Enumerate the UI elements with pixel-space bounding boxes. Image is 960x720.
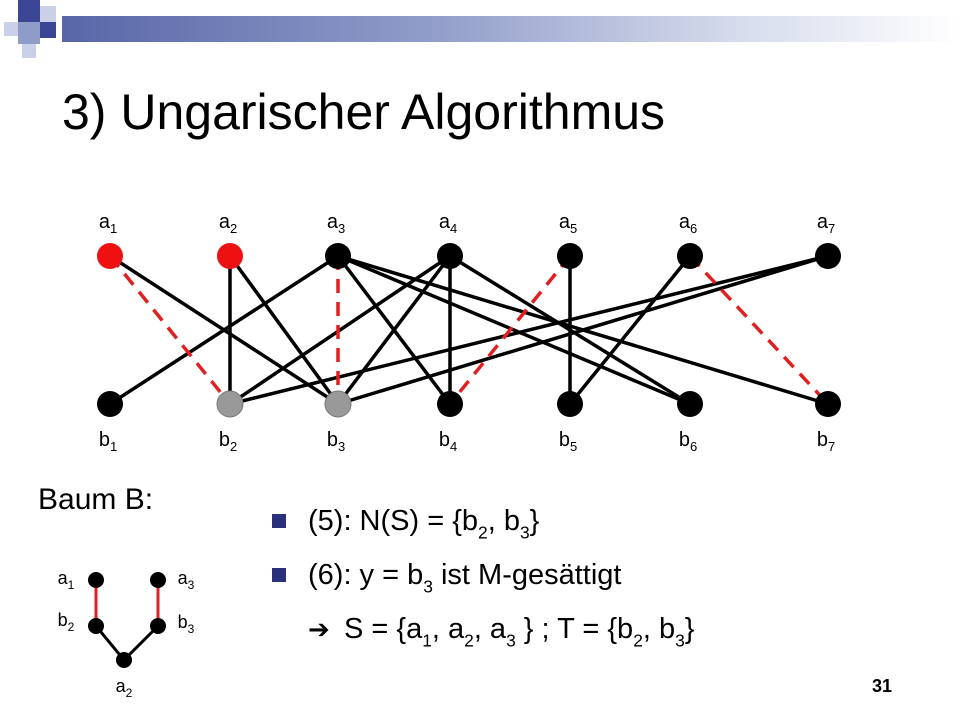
node-a2	[217, 243, 243, 269]
node-label-b5: b5	[559, 429, 577, 454]
node-label-b2: b2	[219, 429, 237, 454]
tree-node-a1	[88, 572, 104, 588]
slide-title: 3) Ungarischer Algorithmus	[62, 84, 666, 140]
tree-label-a1: a1	[58, 568, 75, 592]
text-line-3: S = {a1, a2, a3 } ; T = {b2, b3}	[344, 613, 695, 651]
deco-square-3	[4, 22, 18, 36]
matching-edge-a5-b4	[448, 254, 572, 406]
node-label-a5: a5	[559, 211, 577, 236]
node-label-a4: a4	[439, 211, 457, 236]
tree-node-b2	[88, 618, 104, 634]
node-label-b6: b6	[679, 429, 697, 454]
title-bar	[62, 16, 960, 42]
text-line-2: (6): y = b3 ist M-gesättigt	[308, 559, 622, 597]
tree-label-b3: b3	[178, 612, 195, 636]
node-label-b1: b1	[99, 429, 117, 454]
node-label-a3: a3	[327, 211, 345, 236]
deco-square-6	[22, 44, 36, 58]
labels-layer: a1 a2 a3 a4 a5 a6 a7 b1 b2 b3 b4 b5 b6 b7	[99, 211, 835, 454]
node-label-b3: b3	[327, 429, 345, 454]
deco-square-5	[40, 22, 56, 38]
node-a3	[325, 243, 351, 269]
matching-edge-a6-b7	[688, 254, 830, 406]
deco-square-2	[40, 6, 56, 22]
node-label-b4: b4	[439, 429, 457, 454]
deco-square-1	[18, 0, 40, 22]
node-a6	[677, 243, 703, 269]
bullet-1	[272, 514, 286, 528]
edge-a4-b2	[229, 254, 451, 406]
node-b6	[677, 391, 703, 417]
tree-node-b3	[150, 618, 166, 634]
node-a5	[557, 243, 583, 269]
tree-node-a3	[150, 572, 166, 588]
node-label-a2: a2	[219, 211, 237, 236]
edge-a7-b3	[337, 254, 829, 406]
edges-layer	[109, 254, 829, 406]
node-b5	[557, 391, 583, 417]
edge-a7-b2	[229, 254, 829, 406]
tree-label-a2: a2	[116, 676, 133, 700]
bullet-2	[272, 568, 286, 582]
edge-a3-b1	[109, 254, 339, 406]
node-label-b7: b7	[817, 429, 835, 454]
edge-a6-b5	[568, 254, 692, 406]
node-a1	[97, 243, 123, 269]
tree-node-a2	[116, 652, 132, 668]
node-label-a6: a6	[679, 211, 697, 236]
matching-edge-a1-b2	[108, 254, 232, 406]
node-label-a7: a7	[817, 211, 835, 236]
node-b3	[324, 390, 352, 418]
node-b1	[97, 391, 123, 417]
node-b2	[216, 390, 244, 418]
tree-label-a3: a3	[178, 568, 195, 592]
tree-edge-b3-a2	[122, 624, 160, 662]
node-label-a1: a1	[99, 211, 117, 236]
deco-square-4	[18, 22, 40, 44]
tree-layer: a1 a3 b2 b3 a2	[58, 568, 195, 700]
node-b7	[815, 391, 841, 417]
edge-a4-b3	[336, 254, 452, 406]
edge-a2-b3	[228, 254, 340, 406]
node-a4	[437, 243, 463, 269]
arrow-icon: ➔	[308, 614, 330, 644]
tree-label: Baum B:	[38, 483, 154, 516]
page-number: 31	[872, 676, 893, 696]
edge-a3-b6	[337, 254, 691, 406]
node-b4	[437, 391, 463, 417]
nodes-layer	[97, 243, 841, 418]
node-a7	[815, 243, 841, 269]
text-line-1: (5): N(S) = {b2, b3}	[308, 505, 540, 543]
matching-layer	[108, 254, 830, 406]
tree-label-b2: b2	[58, 610, 75, 634]
